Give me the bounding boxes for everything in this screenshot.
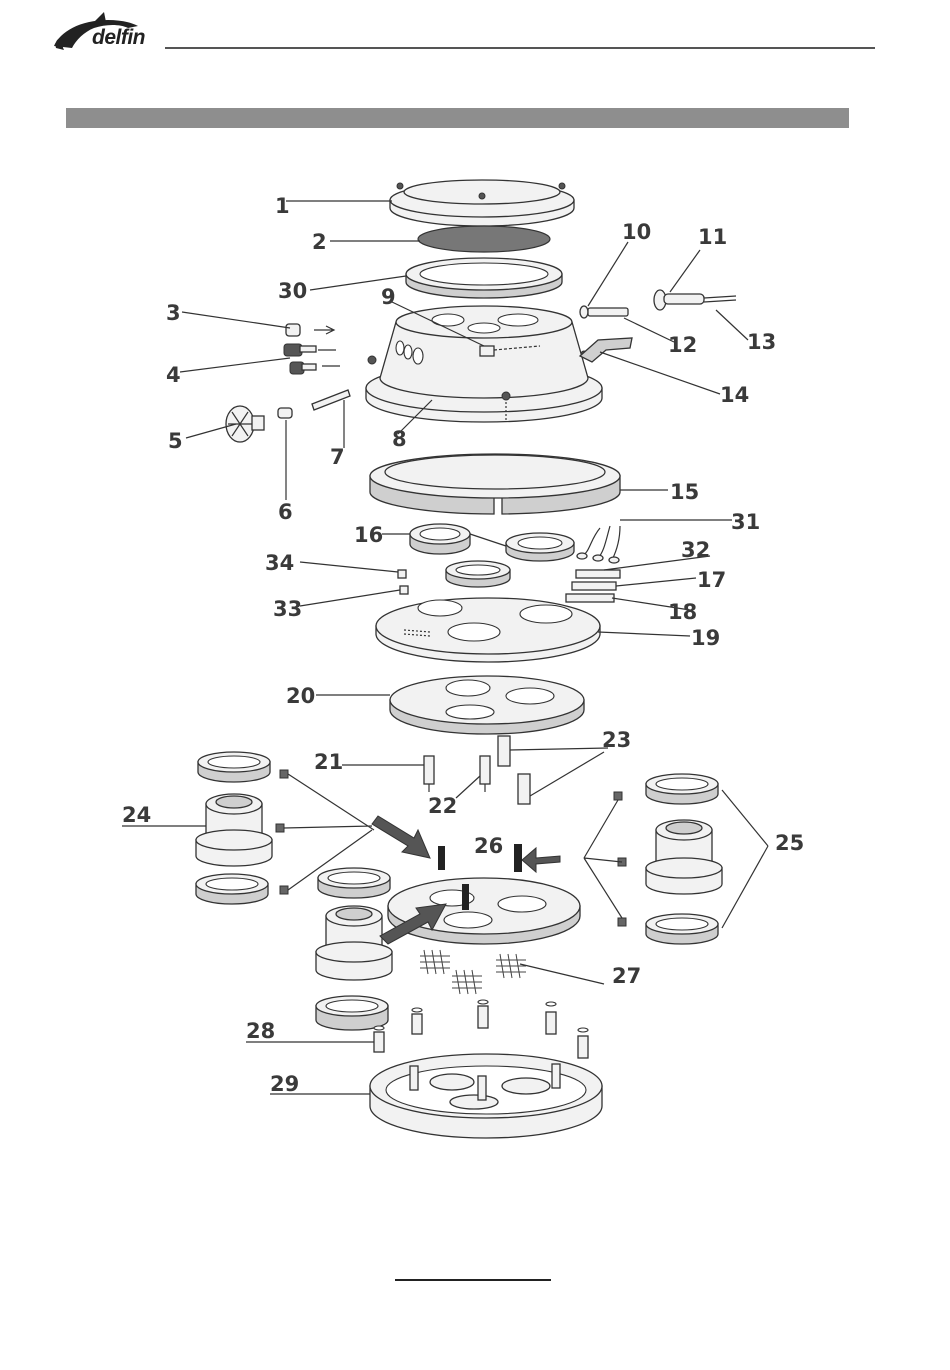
part-split-ring: [370, 454, 620, 514]
label-part-29: 29: [270, 1072, 299, 1096]
label-part-8: 8: [392, 427, 407, 451]
part-motor-housing: [366, 306, 602, 422]
part-base-plate: [376, 598, 600, 662]
label-part-4: 4: [166, 363, 181, 387]
label-part-30: 30: [278, 279, 307, 303]
label-part-16: 16: [354, 523, 383, 547]
part-gasket-disc: [390, 676, 584, 734]
label-part-28: 28: [246, 1019, 275, 1043]
part-screws: [374, 1000, 588, 1058]
part-motor-assembly-center: [316, 868, 392, 1030]
label-part-26: 26: [474, 834, 503, 858]
part-terminal-blocks: [566, 570, 620, 602]
part-pin: [278, 408, 292, 418]
label-part-32: 32: [681, 538, 710, 562]
part-motor-rings: [410, 524, 574, 587]
label-part-11: 11: [698, 225, 727, 249]
label-part-13: 13: [747, 330, 776, 354]
part-cable-gland: [580, 290, 736, 318]
part-top-cover: [390, 180, 574, 226]
part-clip-lower: [400, 586, 408, 594]
label-part-34: 34: [265, 551, 294, 575]
label-part-7: 7: [330, 445, 345, 469]
label-part-12: 12: [668, 333, 697, 357]
part-clip: [398, 570, 406, 578]
label-part-24: 24: [122, 803, 151, 827]
label-part-3: 3: [166, 301, 181, 325]
part-motor-assembly-left: [196, 752, 272, 904]
label-part-21: 21: [314, 750, 343, 774]
part-handle: [580, 338, 632, 362]
label-part-1: 1: [275, 194, 290, 218]
label-part-27: 27: [612, 964, 641, 988]
label-part-5: 5: [168, 429, 183, 453]
label-part-14: 14: [720, 383, 749, 407]
part-ring-gasket: [406, 258, 562, 298]
part-base-ring: [370, 1054, 602, 1138]
label-part-33: 33: [273, 597, 302, 621]
part-motor-assembly-right: [646, 774, 722, 944]
part-mounting-disc: [388, 878, 580, 944]
part-rotary-knob: [226, 406, 264, 442]
part-filter-disc: [418, 226, 550, 252]
label-part-25: 25: [775, 831, 804, 855]
label-part-31: 31: [731, 510, 760, 534]
label-part-22: 22: [428, 794, 457, 818]
label-part-20: 20: [286, 684, 315, 708]
label-part-19: 19: [691, 626, 720, 650]
part-switches: [284, 324, 340, 374]
label-part-2: 2: [312, 230, 327, 254]
label-part-17: 17: [697, 568, 726, 592]
label-part-6: 6: [278, 500, 293, 524]
part-mesh-filters: [420, 950, 526, 994]
footer-divider: [395, 1279, 551, 1281]
label-part-10: 10: [622, 220, 651, 244]
label-part-9: 9: [381, 285, 396, 309]
label-part-15: 15: [670, 480, 699, 504]
part-wires: [577, 526, 620, 563]
label-part-23: 23: [602, 728, 631, 752]
label-part-18: 18: [668, 600, 697, 624]
